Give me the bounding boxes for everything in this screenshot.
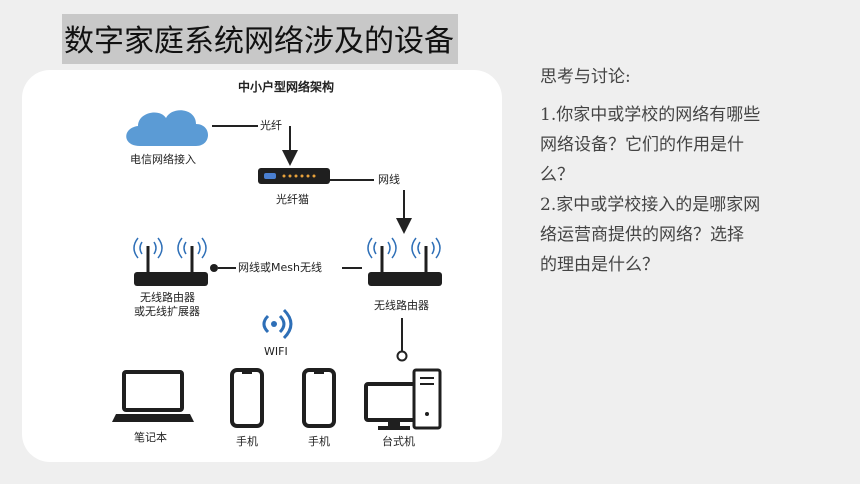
discussion-line: 么？ <box>540 165 574 185</box>
cable-label: 网线 <box>378 173 400 186</box>
discussion-heading: 思考与讨论: <box>540 67 631 87</box>
slide-title: 数字家庭系统网络涉及的设备 <box>62 14 458 64</box>
wifi-icon <box>262 308 293 340</box>
fiber-connection <box>212 125 298 166</box>
cloud-label: 电信网络接入 <box>130 153 196 166</box>
network-diagram <box>112 110 442 430</box>
wifi-label: WIFI <box>264 345 288 358</box>
discussion-line: 2.家中或学校接入的是哪家网 <box>540 195 761 215</box>
phone-icon <box>230 368 264 428</box>
laptop-label: 笔记本 <box>134 431 167 444</box>
discussion-line: 的理由是什么？ <box>540 255 659 275</box>
cloud-icon <box>126 110 208 146</box>
modem-label: 光纤猫 <box>276 193 309 206</box>
router-label: 无线路由器 <box>374 299 429 312</box>
phone2-label: 手机 <box>308 435 330 448</box>
discussion-line: 1.你家中或学校的网络有哪些 <box>540 105 761 125</box>
discussion-section: 思考与讨论: 1.你家中或学校的网络有哪些 网络设备？它们的作用是什 么？ 2.… <box>540 62 830 280</box>
laptop-icon <box>112 370 194 422</box>
desktop-computer-icon <box>364 368 442 430</box>
discussion-line: 网络设备？它们的作用是什 <box>540 135 744 155</box>
extender-label-line1: 无线路由器 <box>140 291 195 304</box>
fiber-label: 光纤 <box>260 119 282 132</box>
modem-icon <box>258 168 330 184</box>
desktop-label: 台式机 <box>382 435 415 448</box>
phone-icon <box>302 368 336 428</box>
wireless-router-icon <box>367 237 442 286</box>
network-diagram-panel: 中小户型网络架构 电信网络接入 光纤 光纤猫 网线 网线或Mesh无线 无线路由… <box>22 70 502 462</box>
cable-connection <box>330 179 412 234</box>
phone1-label: 手机 <box>236 435 258 448</box>
extender-router-icon <box>133 237 218 286</box>
discussion-line: 络运营商提供的网络？选择 <box>540 225 744 245</box>
extender-label-line2: 或无线扩展器 <box>134 305 200 318</box>
mesh-link-label: 网线或Mesh无线 <box>238 261 322 274</box>
diagram-heading: 中小户型网络架构 <box>238 80 335 94</box>
desktop-cable-connection <box>396 318 408 362</box>
